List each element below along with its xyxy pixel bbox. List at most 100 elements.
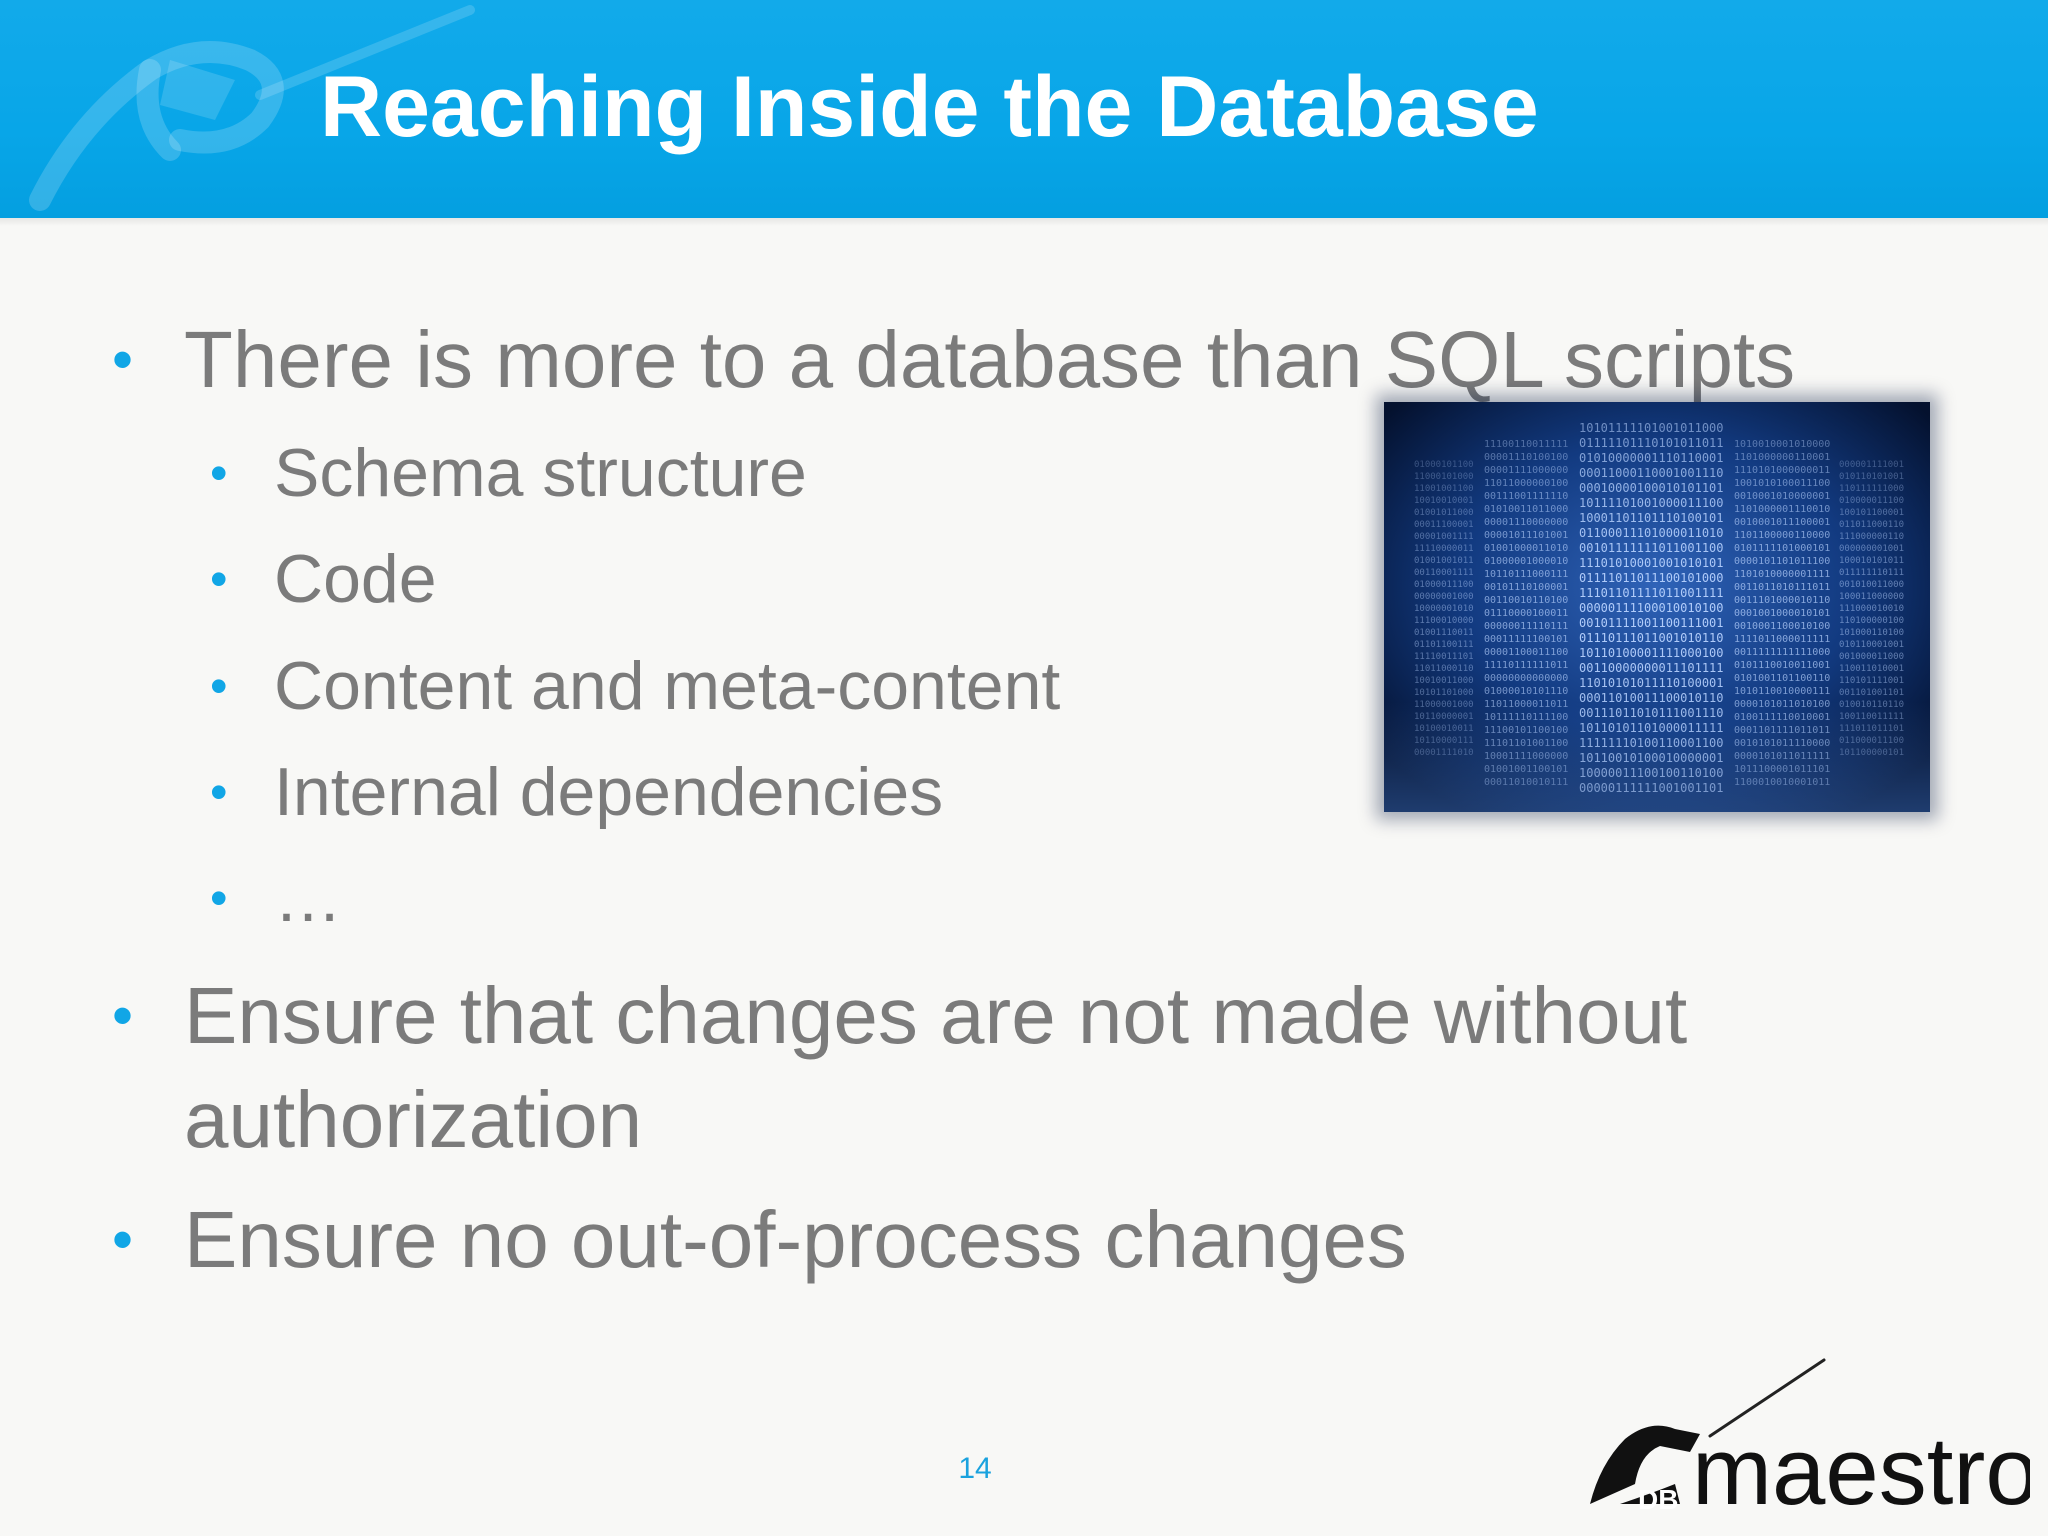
binary-texture-line: 10110101101000011111 bbox=[1579, 721, 1724, 735]
binary-texture-line: 11101101111011001111 bbox=[1579, 586, 1724, 600]
binary-texture-line: 00110010110100 bbox=[1484, 595, 1568, 606]
header-shadow bbox=[0, 218, 2048, 226]
page-number: 14 bbox=[958, 1452, 992, 1485]
binary-texture-line: 01010000001110110001 bbox=[1579, 451, 1724, 465]
binary-texture-line: 10010010001 bbox=[1414, 496, 1474, 506]
binary-texture-line: 0001101111011011 bbox=[1734, 725, 1830, 736]
binary-texture-line: 001101001101 bbox=[1839, 688, 1904, 698]
binary-database-image: 0100010110011000101000110010011001001001… bbox=[1384, 402, 1930, 812]
binary-texture-line: 10110100001111000100 bbox=[1579, 646, 1724, 660]
bullet-item: • Ensure that changes are not made witho… bbox=[112, 964, 1687, 1068]
binary-texture-line: 11010101011110100001 bbox=[1579, 676, 1724, 690]
binary-texture-line: 00000000000000 bbox=[1484, 673, 1568, 684]
binary-texture-line: 1011100001011101 bbox=[1734, 764, 1830, 775]
maestro-logo: DB maestro bbox=[1590, 1358, 2030, 1524]
logo-prefix: DB bbox=[1638, 1484, 1678, 1515]
binary-texture-line: 100110011111 bbox=[1839, 712, 1904, 722]
binary-texture-line: 1001010100011100 bbox=[1734, 478, 1830, 489]
binary-texture-line: 00111011010111001110 bbox=[1579, 706, 1724, 720]
binary-texture-line: 1010010001010000 bbox=[1734, 439, 1830, 450]
binary-texture-line: 10000001010 bbox=[1414, 604, 1474, 614]
binary-texture-line: 101100000101 bbox=[1839, 748, 1904, 758]
bullet-dot: • bbox=[210, 658, 228, 714]
binary-texture-line: 10110000001 bbox=[1414, 712, 1474, 722]
binary-texture-line: 00101111001100111001 bbox=[1579, 616, 1724, 630]
sub-bullet-item: • Code bbox=[210, 534, 437, 624]
binary-texture-line: 010000011100 bbox=[1839, 496, 1904, 506]
binary-texture-line: 1110101000000011 bbox=[1734, 465, 1830, 476]
binary-texture-line: 00001100011100 bbox=[1484, 647, 1568, 658]
binary-texture-line: 11100010000 bbox=[1414, 616, 1474, 626]
binary-texture-line: 00001111010 bbox=[1414, 748, 1474, 758]
binary-texture-line: 01000011100 bbox=[1414, 580, 1474, 590]
binary-texture-line: 01101100111 bbox=[1414, 640, 1474, 650]
binary-texture-line: 11011000000100 bbox=[1484, 478, 1568, 489]
binary-texture-line: 10000011100100110100 bbox=[1579, 766, 1724, 780]
bullet-continuation: authorization bbox=[184, 1068, 642, 1172]
binary-texture-line: 1111011000011111 bbox=[1734, 634, 1830, 645]
bullet-dot: • bbox=[112, 982, 134, 1049]
binary-texture-line: 10101111101001011000 bbox=[1579, 421, 1724, 435]
binary-texture-line: 0101110010011001 bbox=[1734, 660, 1830, 671]
sub-bullet-item: • … bbox=[210, 853, 342, 943]
binary-texture-line: 10001111000000 bbox=[1484, 751, 1568, 762]
binary-texture-line: 10110010100010000001 bbox=[1579, 751, 1724, 765]
binary-texture-line: 10111101001000011100 bbox=[1579, 496, 1724, 510]
sub-bullet-item: • Content and meta-content bbox=[210, 641, 1060, 731]
binary-texture-line: 01000101100 bbox=[1414, 460, 1474, 470]
binary-texture-line: 00011010011100010110 bbox=[1579, 691, 1724, 705]
binary-texture-line: 00001001111 bbox=[1414, 532, 1474, 542]
bullet-item: • Ensure no out-of-process changes bbox=[112, 1188, 1407, 1292]
binary-texture-line: 010110001001 bbox=[1839, 640, 1904, 650]
binary-texture-line: 1101000000110001 bbox=[1734, 452, 1830, 463]
binary-texture-line: 01110000100011 bbox=[1484, 608, 1568, 619]
bullet-text: authorization bbox=[184, 1075, 643, 1164]
binary-texture-line: 01111011011100101000 bbox=[1579, 571, 1724, 585]
binary-texture-line: 0011111111111000 bbox=[1734, 647, 1830, 658]
binary-texture-line: 101000110100 bbox=[1839, 628, 1904, 638]
binary-texture-line: 001000011000 bbox=[1839, 652, 1904, 662]
binary-texture-line: 011111110111 bbox=[1839, 568, 1904, 578]
binary-texture-line: 11000001000 bbox=[1414, 700, 1474, 710]
bullet-dot: • bbox=[210, 551, 228, 607]
binary-texture-line: 00000111100010010100 bbox=[1579, 601, 1724, 615]
binary-texture-line: 01000001000010 bbox=[1484, 556, 1568, 567]
binary-texture-line: 11001001100 bbox=[1414, 484, 1474, 494]
binary-texture-line: 111000010010 bbox=[1839, 604, 1904, 614]
binary-texture-line: 00101110100001 bbox=[1484, 582, 1568, 593]
binary-texture-line: 0001001000010101 bbox=[1734, 608, 1830, 619]
binary-texture-line: 100101100001 bbox=[1839, 508, 1904, 518]
binary-texture-line: 11101101001100 bbox=[1484, 738, 1568, 749]
binary-texture-line: 01010011011000 bbox=[1484, 504, 1568, 515]
bullet-dot: • bbox=[210, 764, 228, 820]
binary-texture-line: 00011111100101 bbox=[1484, 634, 1568, 645]
sub-bullet-text: Code bbox=[274, 541, 437, 617]
binary-texture-line: 111011011101 bbox=[1839, 724, 1904, 734]
binary-texture-line: 110101111001 bbox=[1839, 676, 1904, 686]
binary-texture-line: 111000000110 bbox=[1839, 532, 1904, 542]
bullet-dot: • bbox=[210, 870, 228, 926]
binary-texture-line: 0000101011010100 bbox=[1734, 699, 1830, 710]
binary-texture-line: 11111110100110001100 bbox=[1579, 736, 1724, 750]
binary-texture-line: 11110000011 bbox=[1414, 544, 1474, 554]
binary-texture-line: 01001011000 bbox=[1414, 508, 1474, 518]
bullet-text: Ensure no out-of-process changes bbox=[184, 1195, 1407, 1284]
binary-texture-line: 10110000111 bbox=[1414, 736, 1474, 746]
binary-texture-line: 110100000100 bbox=[1839, 616, 1904, 626]
binary-texture-line: 11011000011011 bbox=[1484, 699, 1568, 710]
binary-texture-line: 000000001001 bbox=[1839, 544, 1904, 554]
binary-texture-line: 0010001011100001 bbox=[1734, 517, 1830, 528]
sub-bullet-item: • Schema structure bbox=[210, 428, 807, 518]
binary-texture-line: 00000011110111 bbox=[1484, 621, 1568, 632]
binary-texture-line: 0000101011011111 bbox=[1734, 751, 1830, 762]
slide-header: Reaching Inside the Database bbox=[0, 0, 2048, 218]
bullet-item: • There is more to a database than SQL s… bbox=[112, 308, 1796, 412]
binary-texture-line: 00111001111110 bbox=[1484, 491, 1568, 502]
binary-texture-line: 010010110110 bbox=[1839, 700, 1904, 710]
bullet-text: There is more to a database than SQL scr… bbox=[184, 315, 1796, 404]
binary-texture-line: 001010011000 bbox=[1839, 580, 1904, 590]
binary-texture-line: 1101000001110010 bbox=[1734, 504, 1830, 515]
binary-texture-line: 11011000110 bbox=[1414, 664, 1474, 674]
binary-texture-line: 00000001000 bbox=[1414, 592, 1474, 602]
binary-texture-line: 0101111101000101 bbox=[1734, 543, 1830, 554]
